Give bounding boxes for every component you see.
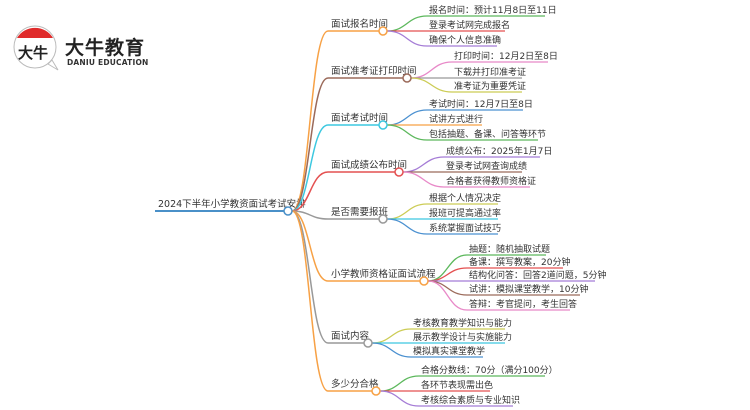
- branch-label: 多少分合格: [331, 378, 379, 390]
- leaf-label: 各环节表现需出色: [421, 379, 493, 391]
- root-to-branch-connector: [291, 210, 329, 220]
- leaf-label: 根据个人情况决定: [429, 192, 501, 204]
- root-to-branch-connector: [291, 171, 329, 212]
- leaf-label: 成绩公布：2025年1月7日: [446, 145, 552, 157]
- branch-node-circle: [378, 120, 388, 130]
- leaf-label: 确保个人信息准确: [429, 34, 501, 46]
- leaf-label: 答辩：考官提问，考生回答: [469, 298, 577, 310]
- leaf-label: 报班可提高通过率: [429, 207, 501, 219]
- root-label: 2024下半年小学教资面试考试安排: [158, 198, 306, 210]
- branch-to-leaf-connector: [386, 124, 428, 141]
- branch-to-leaf-connector: [379, 390, 420, 407]
- branch-label: 面试准考证打印时间: [331, 65, 417, 77]
- leaf-label: 试讲：模拟课堂教学，10分钟: [469, 283, 588, 295]
- branch-label: 面试内容: [331, 330, 370, 342]
- logo: 大牛 大牛教育 DANIU EDUCATION: [12, 22, 172, 72]
- branch-label: 小学教师资格证面试流程: [331, 268, 436, 280]
- leaf-label: 试讲方式进行: [429, 113, 483, 125]
- branch-node-circle: [371, 386, 381, 396]
- branch-to-leaf-connector: [371, 328, 412, 344]
- branch-to-leaf-connector: [402, 171, 445, 188]
- branch-node-circle: [394, 167, 404, 177]
- leaf-label: 下载并打印准考证: [454, 66, 526, 78]
- root-to-branch-connector: [291, 124, 329, 212]
- leaf-label: 考核教育教学知识与能力: [413, 317, 512, 329]
- branch-node-circle: [378, 214, 388, 224]
- branch-to-leaf-connector: [379, 375, 420, 392]
- branch-to-leaf-connector: [410, 77, 453, 93]
- branch-to-leaf-connector: [371, 342, 412, 358]
- leaf-label: 结构化问答：回答2道问题，5分钟: [469, 269, 606, 281]
- branch-label: 面试考试时间: [331, 112, 388, 124]
- leaf-label: 包括抽题、备课、问答等环节: [429, 128, 546, 140]
- branch-label: 面试成绩公布时间: [331, 159, 407, 171]
- branch-label: 是否需要报班: [331, 206, 389, 218]
- leaf-label: 抽题：随机抽取试题: [469, 243, 550, 255]
- leaf-label: 考试时间：12月7日至8日: [429, 98, 533, 110]
- branch-to-leaf-connector: [386, 203, 428, 220]
- root-to-branch-connector: [291, 210, 329, 344]
- root-to-branch-connector: [291, 77, 329, 212]
- branch-to-leaf-connector: [386, 15, 428, 32]
- root-to-branch-connector: [291, 30, 329, 212]
- leaf-label: 备课：撰写教案，20分钟: [469, 256, 570, 268]
- leaf-label: 合格分数线：70分（满分100分）: [421, 364, 558, 376]
- branch-node-circle: [363, 338, 373, 348]
- leaf-label: 准考证为重要凭证: [454, 80, 526, 92]
- branch-to-leaf-connector: [386, 218, 428, 235]
- branch-to-leaf-connector: [402, 156, 445, 173]
- leaf-label: 展示教学设计与实施能力: [413, 331, 512, 343]
- leaf-label: 登录考试网完成报名: [429, 19, 510, 31]
- root-to-branch-connector: [291, 210, 329, 282]
- branch-to-leaf-connector: [386, 30, 428, 47]
- leaf-label: 考核综合素质与专业知识: [421, 394, 520, 406]
- root-to-branch-connector: [291, 210, 329, 392]
- logo-mark-icon: 大牛: [13, 25, 59, 71]
- logo-mark-text: 大牛: [18, 44, 48, 62]
- leaf-label: 报名时间：预计11月8日至11日: [429, 4, 557, 16]
- branch-node-circle: [402, 73, 412, 83]
- root-node-circle: [283, 206, 293, 216]
- branch-to-leaf-connector: [427, 280, 468, 296]
- logo-name-en: DANIU EDUCATION: [67, 58, 149, 67]
- branch-to-leaf-connector: [386, 109, 428, 126]
- leaf-label: 打印时间：12月2日至8日: [454, 50, 558, 62]
- branch-node-circle: [419, 276, 429, 286]
- leaf-label: 合格者获得教师资格证: [446, 175, 536, 187]
- logo-name-cn: 大牛教育: [65, 37, 146, 59]
- branch-label: 面试报名时间: [331, 18, 388, 30]
- leaf-label: 系统掌握面试技巧: [429, 222, 501, 234]
- branch-to-leaf-connector: [427, 280, 468, 311]
- branch-to-leaf-connector: [410, 61, 453, 79]
- branch-node-circle: [378, 26, 388, 36]
- leaf-label: 登录考试网查询成绩: [446, 160, 527, 172]
- leaf-label: 模拟真实课堂教学: [413, 345, 485, 357]
